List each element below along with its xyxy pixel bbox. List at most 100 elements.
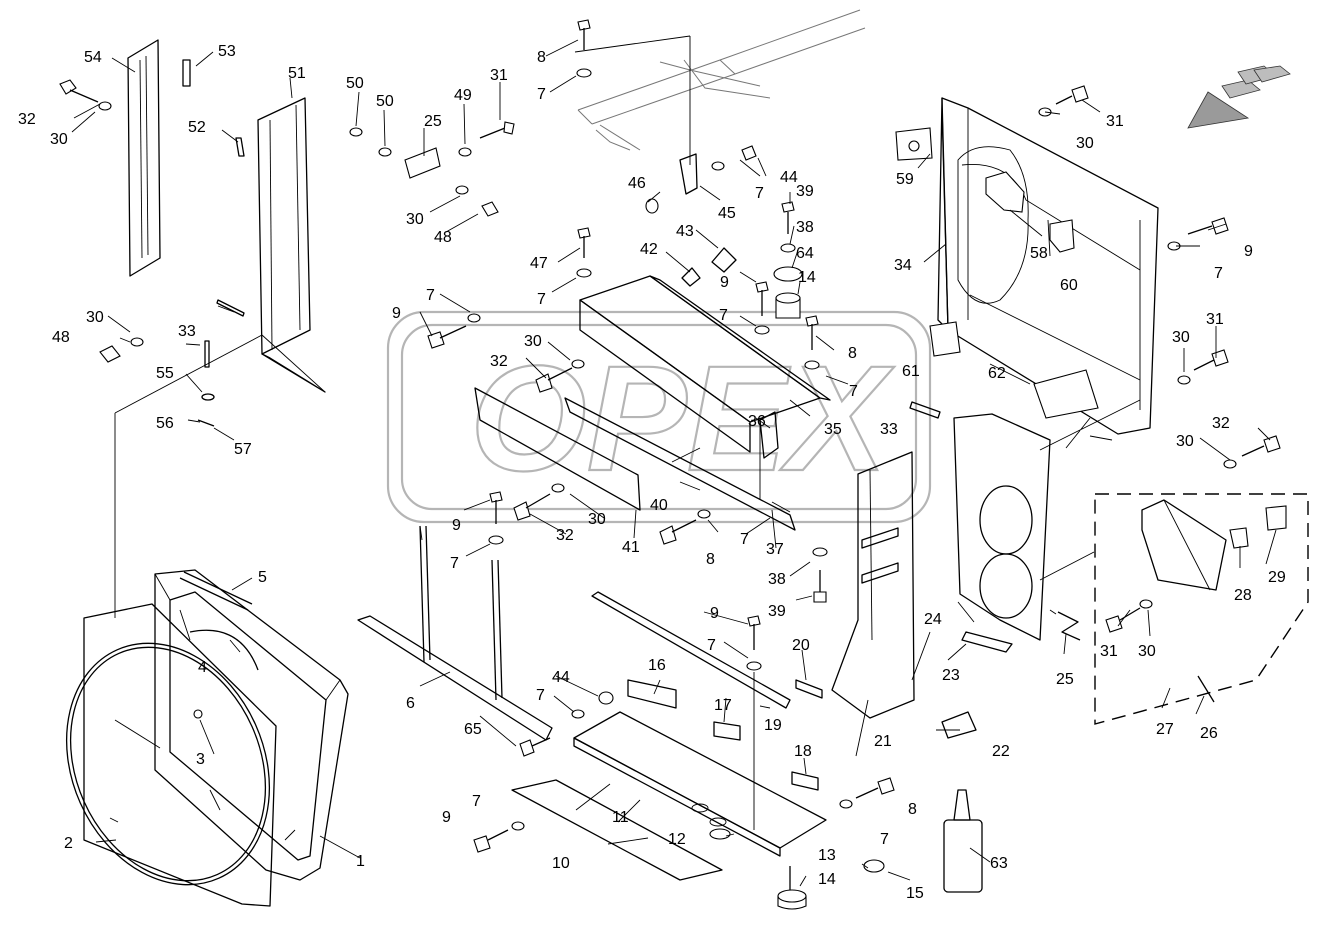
part-26-pin xyxy=(1197,675,1215,703)
callout-5: 5 xyxy=(258,569,267,586)
optional-kit-box xyxy=(1094,493,1309,725)
callout-36: 36 xyxy=(748,413,766,430)
part-12-grommet xyxy=(709,828,731,840)
callout-7: 7 xyxy=(450,555,459,572)
part-18-pad xyxy=(791,771,819,791)
callout-8: 8 xyxy=(706,551,715,568)
callout-64: 64 xyxy=(796,245,814,262)
callout-48: 48 xyxy=(52,329,70,346)
callout-39: 39 xyxy=(768,603,786,620)
callout-14: 14 xyxy=(798,269,816,286)
callout-34: 34 xyxy=(894,257,912,274)
callout-43: 43 xyxy=(676,223,694,240)
part-22-bracket xyxy=(941,711,977,739)
part-34-fan-housing xyxy=(895,97,1159,435)
callout-32: 32 xyxy=(18,111,36,128)
callout-7: 7 xyxy=(755,185,764,202)
callout-7: 7 xyxy=(740,531,749,548)
callout-42: 42 xyxy=(640,241,658,258)
chassis-frame-outline xyxy=(574,9,866,165)
callout-10: 10 xyxy=(552,855,570,872)
callout-24: 24 xyxy=(924,611,942,628)
callout-54: 54 xyxy=(84,49,102,66)
callout-61: 61 xyxy=(902,363,920,380)
callout-62: 62 xyxy=(988,365,1006,382)
callout-60: 60 xyxy=(1060,277,1078,294)
callout-9: 9 xyxy=(442,809,451,826)
callout-30: 30 xyxy=(86,309,104,326)
callout-7: 7 xyxy=(537,86,546,103)
part-5-seal-strip xyxy=(179,571,253,611)
callout-16: 16 xyxy=(648,657,666,674)
part-1-radiator-frame xyxy=(154,569,349,881)
callout-51: 51 xyxy=(288,65,306,82)
callout-30: 30 xyxy=(1172,329,1190,346)
callout-9: 9 xyxy=(392,305,401,322)
callout-38: 38 xyxy=(796,219,814,236)
callout-9: 9 xyxy=(720,274,729,291)
callout-59: 59 xyxy=(896,171,914,188)
part-10-seal-sheet xyxy=(511,779,723,881)
callout-63: 63 xyxy=(990,855,1008,872)
callout-52: 52 xyxy=(188,119,206,136)
part-46-knob xyxy=(645,198,659,214)
fasteners-bottom xyxy=(473,615,895,853)
callout-46: 46 xyxy=(628,175,646,192)
part-56-washer xyxy=(201,393,215,401)
callout-19: 19 xyxy=(764,717,782,734)
callout-8: 8 xyxy=(908,801,917,818)
part-6-support-frame xyxy=(357,525,553,741)
callout-55: 55 xyxy=(156,365,174,382)
callout-31: 31 xyxy=(1100,643,1118,660)
callout-12: 12 xyxy=(668,831,686,848)
callout-50: 50 xyxy=(376,93,394,110)
callout-30: 30 xyxy=(524,333,542,350)
callout-7: 7 xyxy=(536,687,545,704)
callout-30: 30 xyxy=(1176,433,1194,450)
callout-30: 30 xyxy=(1076,135,1094,152)
callout-44: 44 xyxy=(552,669,570,686)
part-63-cartridge xyxy=(943,789,983,893)
callout-8: 8 xyxy=(537,49,546,66)
callout-7: 7 xyxy=(707,637,716,654)
callout-48: 48 xyxy=(434,229,452,246)
part-4-rubber-seal xyxy=(189,629,259,671)
callout-7: 7 xyxy=(472,793,481,810)
callout-31: 31 xyxy=(490,67,508,84)
part-42-plate xyxy=(681,267,701,287)
callout-39: 39 xyxy=(796,183,814,200)
callout-32: 32 xyxy=(1212,415,1230,432)
callout-53: 53 xyxy=(218,43,236,60)
part-53-post xyxy=(182,59,191,87)
part-17-pad xyxy=(713,721,741,741)
part-24-baffle-plate xyxy=(953,413,1051,641)
callout-29: 29 xyxy=(1268,569,1286,586)
leader-lines xyxy=(71,39,1277,887)
callout-7: 7 xyxy=(849,383,858,400)
callout-57: 57 xyxy=(234,441,252,458)
callout-28: 28 xyxy=(1234,587,1252,604)
callout-27: 27 xyxy=(1156,721,1174,738)
part-33-strip-left xyxy=(216,299,245,317)
callout-18: 18 xyxy=(794,743,812,760)
callout-58: 58 xyxy=(1030,245,1048,262)
part-25-clip-left xyxy=(1057,611,1081,641)
callout-30: 30 xyxy=(1138,643,1156,660)
callout-21: 21 xyxy=(874,733,892,750)
callout-6: 6 xyxy=(406,695,415,712)
callout-31: 31 xyxy=(1106,113,1124,130)
part-55-pin xyxy=(204,340,210,368)
callout-32: 32 xyxy=(490,353,508,370)
callout-56: 56 xyxy=(156,415,174,432)
callout-37: 37 xyxy=(766,541,784,558)
callout-31: 31 xyxy=(1206,311,1224,328)
callout-7: 7 xyxy=(880,831,889,848)
callout-23: 23 xyxy=(942,667,960,684)
callout-17: 17 xyxy=(714,697,732,714)
callout-45: 45 xyxy=(718,205,736,222)
part-35-cross-member xyxy=(579,275,831,453)
callout-7: 7 xyxy=(1214,265,1223,282)
callout-7: 7 xyxy=(537,291,546,308)
callout-38: 38 xyxy=(768,571,786,588)
